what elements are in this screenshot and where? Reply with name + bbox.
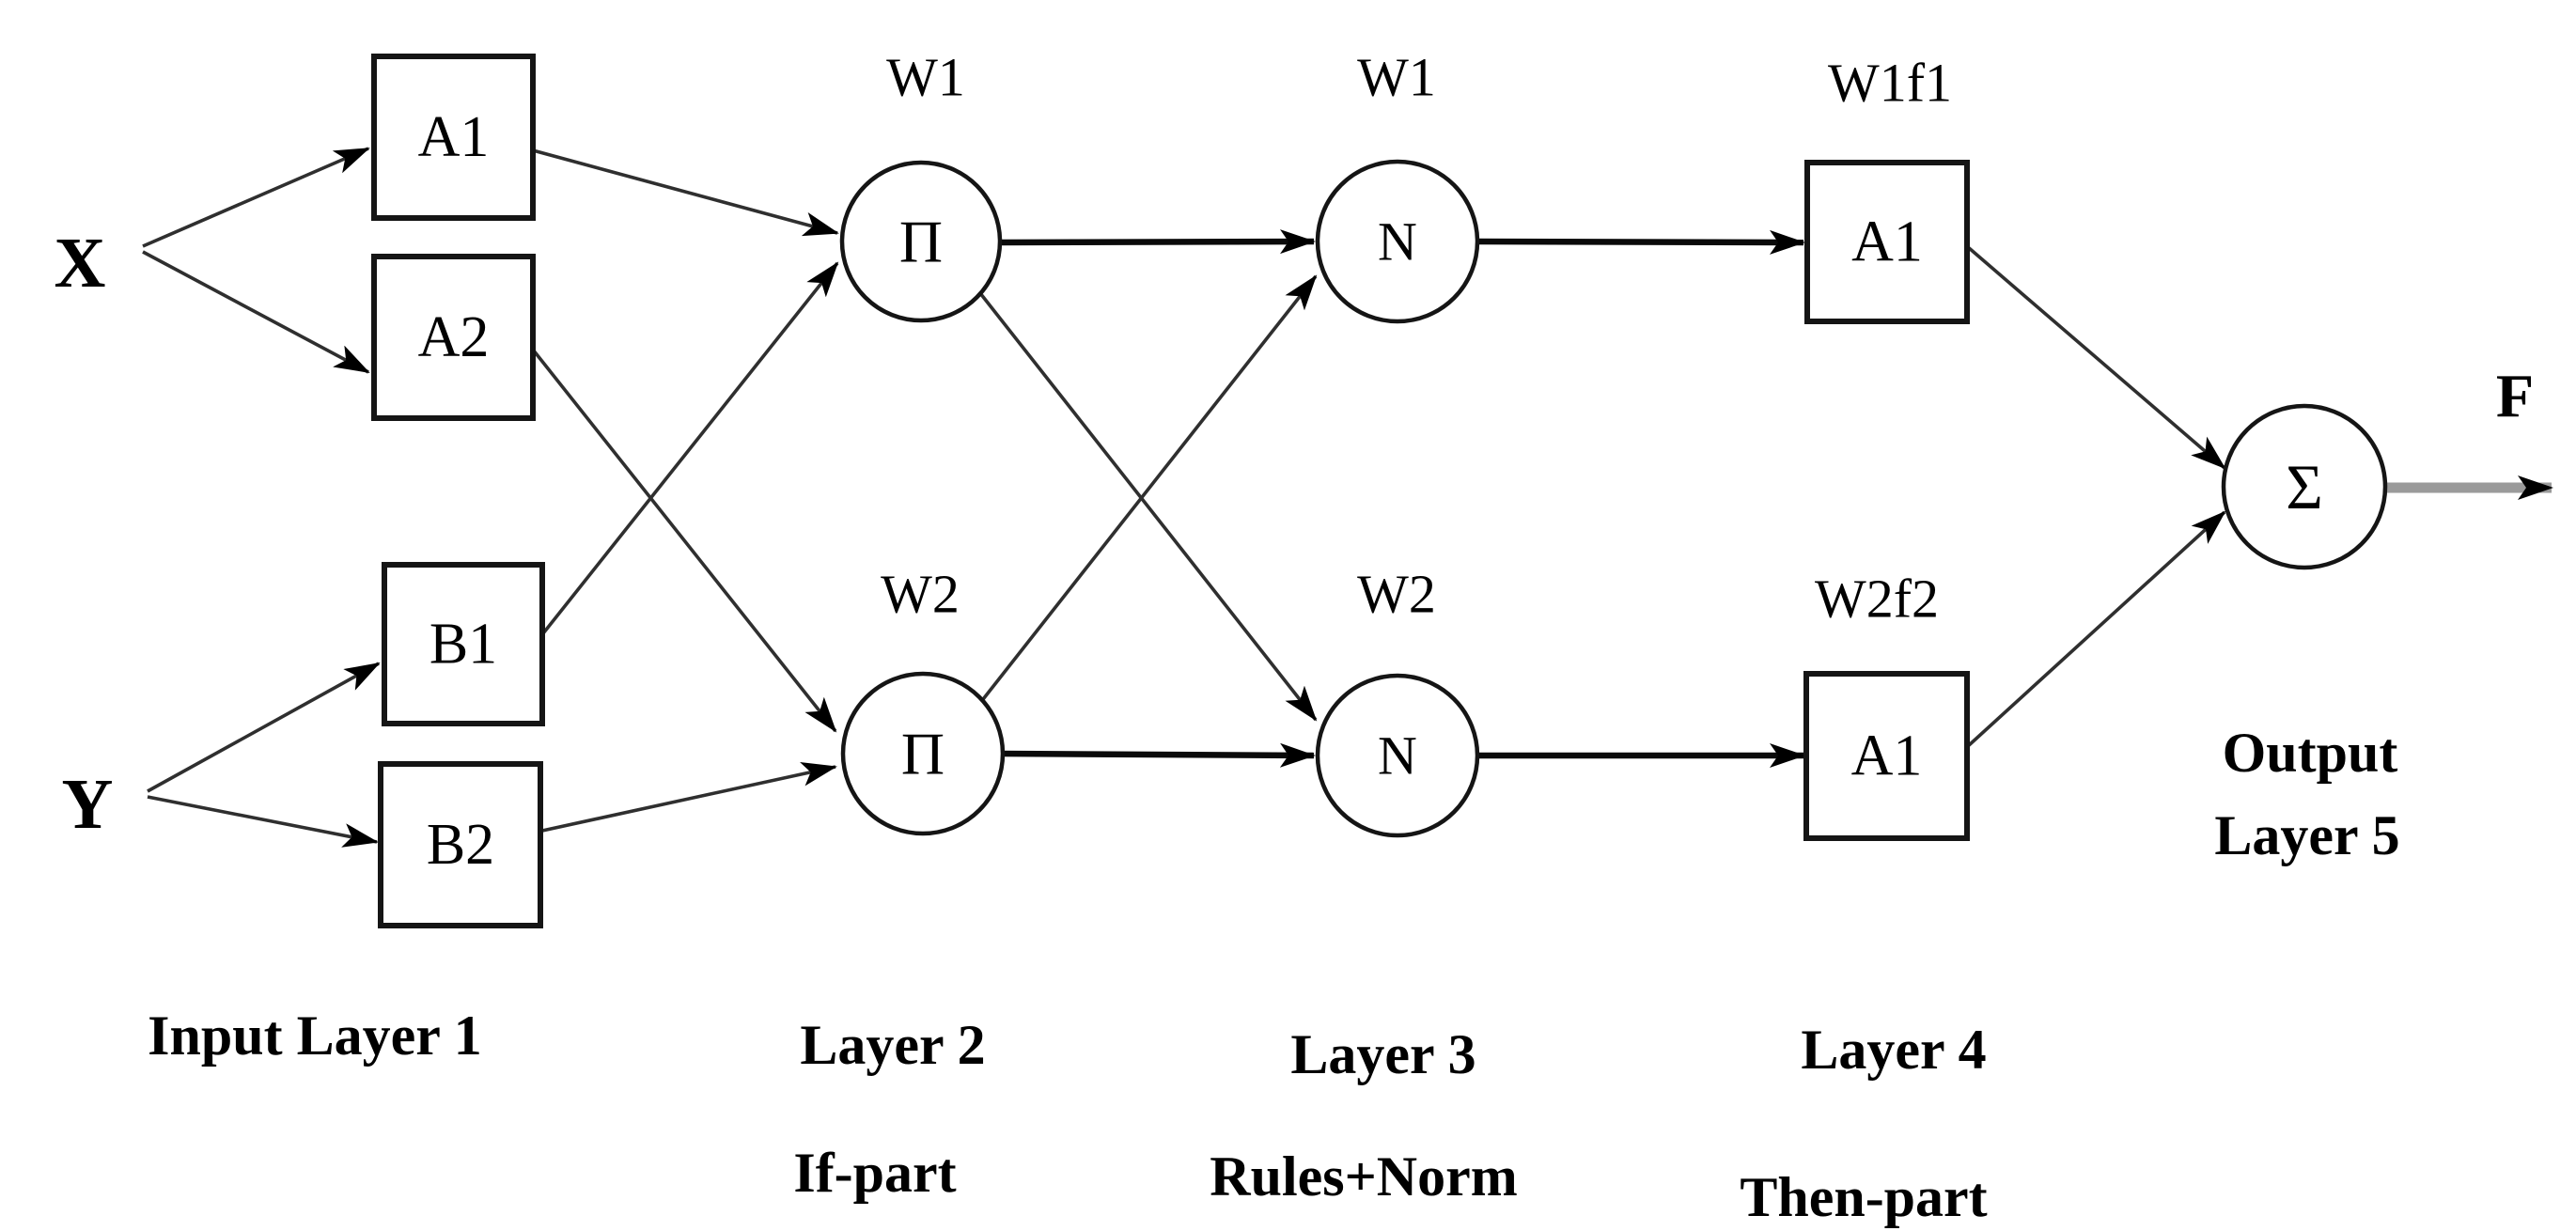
label-input-x: X: [55, 224, 106, 303]
node-a1-layer1: A1: [371, 54, 536, 221]
label-input-y: Y: [62, 765, 114, 844]
label-caption-layer3: Layer 3: [1290, 1023, 1475, 1085]
edge-x-to-a2: [142, 250, 370, 374]
edge-pi2-to-n2: [1000, 742, 1316, 768]
label-w1-above-pi1: W1: [886, 47, 965, 108]
b1-layer1-box: [382, 562, 545, 726]
edge-a1-to-pi1: [532, 148, 839, 237]
product-node-2-circle: [840, 671, 1006, 836]
a2-layer1-box: [371, 254, 536, 421]
node-b1-layer1: B1: [382, 562, 545, 726]
node-sum-node: Σ: [2221, 403, 2388, 570]
edge-pi1-to-n2: [978, 291, 1318, 722]
label-w1f1-above-box: W1f1: [1828, 53, 1952, 114]
b1-layer1-label: B1: [429, 613, 497, 677]
a1-layer1-label: A1: [418, 105, 490, 169]
node-a2-layer1: A2: [371, 254, 536, 421]
node-norm-node-2: N: [1315, 673, 1480, 838]
label-caption-layer4-sub: Then-part: [1740, 1166, 1987, 1228]
a2-layer1-label: A2: [418, 305, 490, 369]
norm-node-1-circle: [1315, 159, 1480, 324]
label-caption-layer2-sub: If-part: [793, 1142, 956, 1204]
edge-x-to-a1: [142, 147, 370, 248]
then-box-2-box: [1803, 671, 1970, 841]
edge-a2-to-pi2: [531, 348, 837, 733]
label-caption-layer1: Input Layer 1: [148, 1005, 482, 1067]
edge-b1-to-pi1: [541, 261, 839, 635]
label-caption-layer4: Layer 4: [1801, 1019, 1986, 1081]
edge-then1-to-sum: [1966, 245, 2226, 470]
product-node-1-circle: [839, 160, 1003, 323]
edge-y-to-b2: [147, 795, 379, 848]
node-product-node-1: Π: [839, 160, 1003, 323]
label-w1-above-n1: W1: [1357, 47, 1436, 108]
node-norm-node-1: N: [1315, 159, 1480, 324]
label-w2-above-n2: W2: [1357, 564, 1436, 625]
then-box-2-label: A1: [1851, 725, 1923, 788]
node-then-box-1: A1: [1804, 160, 1970, 324]
b2-layer1-box: [378, 761, 543, 928]
then-box-1-label: A1: [1851, 210, 1923, 274]
node-then-box-2: A1: [1803, 671, 1970, 841]
label-caption-layer2: Layer 2: [800, 1014, 985, 1076]
node-product-node-2: Π: [840, 671, 1006, 836]
node-b2-layer1: B2: [378, 761, 543, 928]
edge-y-to-b1: [147, 662, 381, 793]
label-w2f2-above-box: W2f2: [1815, 569, 1939, 630]
b2-layer1-label: B2: [427, 813, 494, 877]
edge-pi2-to-n1: [978, 274, 1318, 705]
a1-layer1-box: [371, 54, 536, 221]
then-box-1-box: [1804, 160, 1970, 324]
sum-node-circle: [2221, 403, 2388, 570]
norm-node-2-label: N: [1378, 725, 1417, 787]
edge-then2-to-sum: [1966, 510, 2226, 748]
label-output-f: F: [2496, 363, 2534, 431]
product-node-2-label: Π: [901, 721, 945, 787]
label-caption-output-line2: Layer 5: [2214, 804, 2399, 866]
norm-node-1-label: N: [1378, 211, 1417, 273]
product-node-1-label: Π: [899, 209, 943, 275]
sum-node-label: Σ: [2286, 451, 2323, 522]
edge-b2-to-pi2: [541, 761, 837, 833]
label-w2-above-pi2: W2: [881, 564, 960, 625]
label-caption-layer3-sub: Rules+Norm: [1210, 1145, 1517, 1208]
label-caption-output-line1: Output: [2223, 722, 2398, 784]
norm-node-2-circle: [1315, 673, 1480, 838]
